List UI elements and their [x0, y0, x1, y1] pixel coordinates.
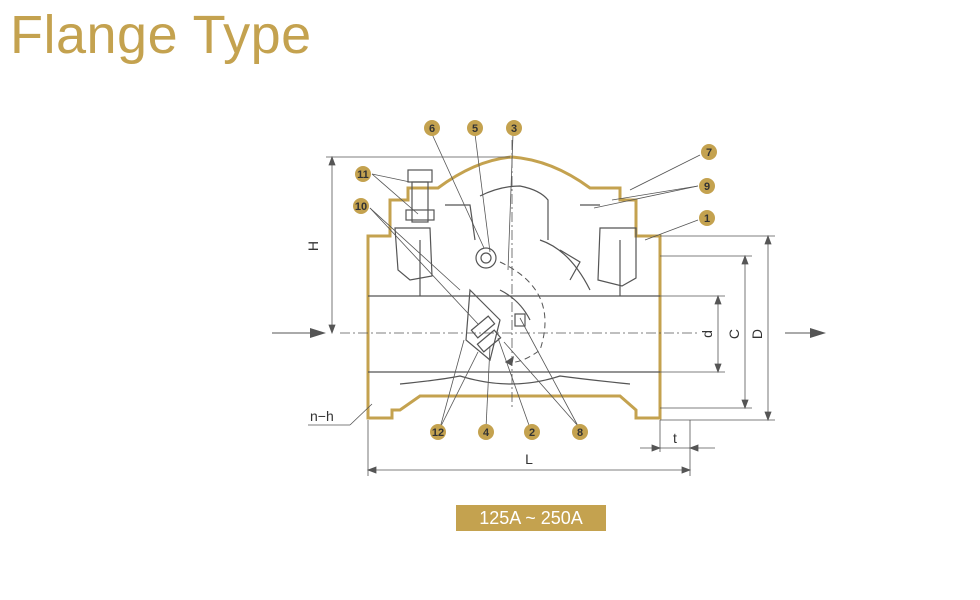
callout-4: 4: [478, 424, 494, 440]
callout-2: 2: [524, 424, 540, 440]
dimension-D-label: D: [749, 329, 765, 339]
callout-8: 8: [572, 424, 588, 440]
swing-arc: [499, 261, 546, 363]
svg-text:12: 12: [432, 427, 444, 439]
flow-arrow-in: [272, 328, 326, 338]
callout-3: 3: [506, 120, 522, 136]
callout-11: 11: [355, 166, 371, 182]
dimension-C-label: C: [726, 329, 742, 339]
dimension-L: [366, 420, 692, 476]
svg-text:4: 4: [483, 427, 490, 439]
svg-text:6: 6: [429, 123, 435, 135]
callout-5: 5: [467, 120, 483, 136]
svg-text:3: 3: [511, 123, 517, 135]
dimension-H: [326, 155, 510, 335]
callout-7: 7: [701, 144, 717, 160]
callout-12: 12: [430, 424, 446, 440]
body-internals: [368, 185, 660, 385]
callout-1: 1: [699, 210, 715, 226]
flow-arrow-out: [785, 328, 826, 338]
callout-9: 9: [699, 178, 715, 194]
disc-bolt: [470, 313, 526, 353]
center-lines: [340, 140, 700, 410]
svg-text:5: 5: [472, 123, 478, 135]
callout-leaders: [369, 133, 701, 429]
svg-text:1: 1: [704, 213, 710, 225]
nh-leader: [308, 403, 373, 426]
dimension-t: [640, 420, 715, 452]
dimension-H-label: H: [305, 241, 321, 251]
valve-body: [366, 155, 662, 420]
size-range-badge: 125A ~ 250A: [456, 505, 606, 531]
dimension-d-label: d: [699, 330, 715, 338]
callout-6: 6: [424, 120, 440, 136]
dimension-right: [600, 234, 775, 422]
dimension-L-label: L: [525, 451, 533, 467]
dimension-t-label: t: [673, 430, 677, 446]
bonnet-bolt: [405, 169, 435, 223]
svg-text:10: 10: [355, 201, 367, 213]
svg-text:8: 8: [577, 427, 583, 439]
page-title: Flange Type: [10, 5, 312, 65]
svg-text:11: 11: [357, 169, 369, 181]
callout-10: 10: [353, 198, 369, 214]
nh-label: n−h: [310, 408, 334, 424]
svg-text:7: 7: [706, 147, 712, 159]
svg-text:2: 2: [529, 427, 535, 439]
svg-text:9: 9: [704, 181, 710, 193]
